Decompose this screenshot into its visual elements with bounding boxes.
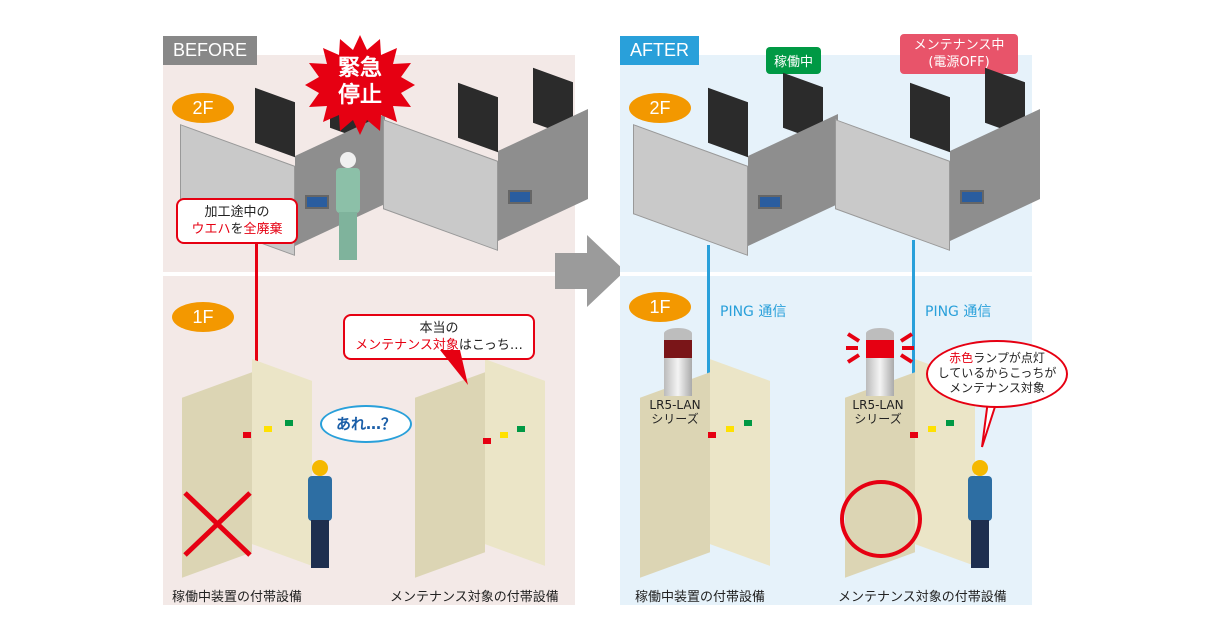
signal-lamp-on: [866, 328, 894, 396]
indicator-light: [744, 420, 752, 426]
lamp-glow-icon: [846, 332, 914, 364]
caption-after-maintenance: メンテナンス対象の付帯設備: [838, 590, 1007, 605]
indicator-light: [243, 432, 251, 438]
floor-divider: [163, 272, 575, 276]
bubble-tail: [440, 350, 468, 385]
lamp-series: シリーズ: [854, 412, 902, 426]
real-target-rest: はこっち…: [458, 338, 523, 353]
indicator-light: [726, 426, 734, 432]
after-bubble-line2: しているからこっちが: [937, 366, 1057, 380]
caption-after-running: 稼働中装置の付帯設備: [635, 590, 766, 605]
before-label: BEFORE: [163, 36, 258, 65]
arrow-right-icon: [555, 235, 625, 307]
indicator-light: [517, 426, 525, 432]
floor-divider: [620, 272, 1032, 276]
after-label: AFTER: [620, 36, 700, 65]
caption-before-running: 稼働中装置の付帯設備: [172, 590, 303, 605]
indicator-light: [500, 432, 508, 438]
lamp-model: LR5-LAN: [649, 398, 701, 412]
worker-after: [965, 460, 995, 570]
machine-running: [633, 72, 843, 256]
cable-blue-right: [912, 240, 915, 375]
emergency-stop-text: 緊急 停止: [330, 55, 390, 109]
cable-blue-left: [707, 245, 710, 375]
indicator-light: [285, 420, 293, 426]
floor-2f-badge: 2F: [629, 93, 691, 123]
wafer-text: ウエハ: [191, 222, 231, 237]
cable-red: [255, 240, 258, 377]
red-color-text: 赤色: [949, 351, 974, 365]
ping-label-right: PING 通信: [925, 304, 992, 320]
after-bubble: 赤色ランプが点灯 しているからこっちが メンテナンス対象: [926, 340, 1068, 408]
worker-2f: [333, 152, 363, 262]
confused-bubble: あれ…？: [320, 405, 412, 443]
worker-1f: [305, 460, 335, 570]
running-badge: 稼働中: [766, 47, 822, 74]
burst-line2: 停止: [337, 83, 382, 108]
indicator-light: [483, 438, 491, 444]
real-target-bubble: 本当の メンテナンス対象はこっち…: [343, 314, 535, 360]
caption-before-maintenance: メンテナンス対象の付帯設備: [390, 590, 559, 605]
indicator-light: [264, 426, 272, 432]
maintenance-badge-line2: (電源OFF): [928, 55, 990, 70]
lamp-model: LR5-LAN: [852, 398, 904, 412]
cabinet-running: [640, 345, 770, 578]
floor-2f-badge: 2F: [172, 93, 234, 123]
particle-text: を: [230, 222, 244, 237]
emergency-burst-icon: [305, 35, 415, 135]
indicator-light: [910, 432, 918, 438]
lamp-series: シリーズ: [651, 412, 699, 426]
machine-maintenance: [383, 67, 593, 251]
after-bubble-line3: メンテナンス対象: [949, 381, 1045, 395]
cabinet-maintenance: [415, 345, 545, 578]
floor-1f-badge: 1F: [629, 292, 691, 322]
indicator-light: [928, 426, 936, 432]
signal-lamp-off: [664, 328, 692, 396]
maintenance-badge: メンテナンス中 (電源OFF): [900, 34, 1018, 74]
floor-1f-badge: 1F: [172, 302, 234, 332]
maintenance-badge-line1: メンテナンス中: [913, 38, 1005, 53]
wrong-cross-icon: [183, 491, 252, 557]
highlight-circle: [840, 480, 922, 558]
real-target-line1: 本当の: [419, 321, 459, 336]
discard-all-text: 全廃棄: [243, 222, 283, 237]
burst-line1: 緊急: [337, 56, 382, 81]
discard-bubble: 加工途中の ウエハを全廃棄: [176, 198, 298, 244]
indicator-light: [946, 420, 954, 426]
machine-running: [180, 72, 390, 256]
ping-label-left: PING 通信: [720, 304, 787, 320]
indicator-light: [708, 432, 716, 438]
discard-line1: 加工途中の: [204, 205, 270, 220]
maintenance-target-text: メンテナンス対象: [355, 338, 459, 353]
after-bubble-line1: ランプが点灯: [973, 351, 1045, 365]
machine-maintenance: [835, 67, 1045, 251]
